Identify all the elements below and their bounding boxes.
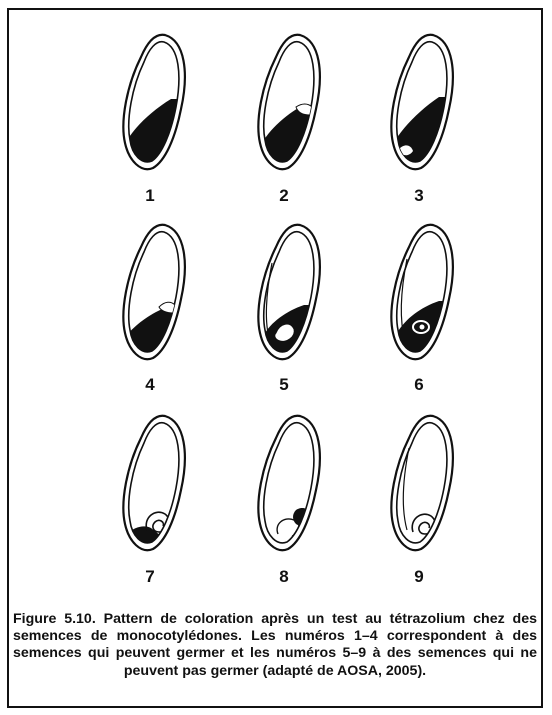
seed-number-2: 2 xyxy=(279,186,288,205)
figure-caption: Figure 5.10. Pattern de coloration après… xyxy=(13,611,537,680)
seed-8 xyxy=(258,416,319,550)
seed-2 xyxy=(256,35,320,173)
seed-3 xyxy=(389,35,453,173)
seed-diagram-grid: 1 2 3 4 5 xyxy=(0,0,552,600)
seed-number-9: 9 xyxy=(414,567,423,586)
seed-number-5: 5 xyxy=(279,375,288,394)
seed-number-4: 4 xyxy=(145,375,155,394)
seed-7 xyxy=(121,416,185,554)
seed-number-8: 8 xyxy=(279,567,288,586)
unstained-embryo-swirl xyxy=(412,514,435,534)
seed-6 xyxy=(389,225,453,363)
seed-number-1: 1 xyxy=(145,186,154,205)
seed-number-6: 6 xyxy=(414,375,423,394)
seed-9 xyxy=(391,416,452,550)
seed-5 xyxy=(256,225,320,363)
seed-number-3: 3 xyxy=(414,186,423,205)
seed-number-7: 7 xyxy=(145,567,154,586)
seed-4 xyxy=(121,225,185,363)
seed-1 xyxy=(121,35,185,173)
unstained-spot xyxy=(420,325,425,330)
